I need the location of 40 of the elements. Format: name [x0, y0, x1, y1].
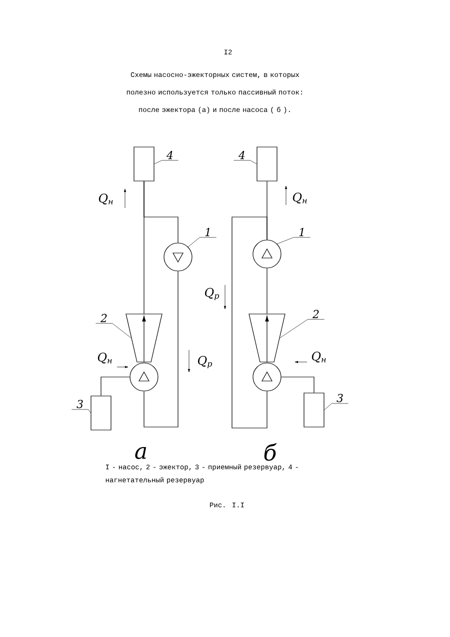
scheme-letter: б: [264, 443, 277, 461]
pipe: [144, 181, 178, 243]
pump-symbol: [252, 240, 282, 268]
pipe: [144, 271, 178, 428]
flow-label: Q$_{н}$: [98, 352, 112, 364]
callout-number: 4: [238, 150, 245, 160]
callout-number: 3: [76, 400, 83, 408]
leader-line: [234, 160, 257, 164]
pipe: [100, 376, 130, 396]
pipe: [281, 376, 314, 393]
tank-box: [90, 396, 112, 430]
callout-number: 3: [336, 394, 343, 402]
flow-label: Q$_{р}$: [205, 288, 220, 300]
leader-line: [276, 237, 310, 244]
callout-number: 2: [312, 310, 319, 318]
flow-label: Q$_{н}$: [312, 352, 326, 362]
leader-line: [154, 160, 178, 164]
flow-label: Q$_{н}$: [98, 194, 113, 204]
leader-line: [324, 403, 348, 410]
leader-line: [280, 319, 324, 338]
callout-number: 2: [100, 314, 107, 322]
ejector-chamber: [252, 362, 282, 392]
ejector-cone: [126, 314, 162, 362]
flow-label: Q$_{н}$: [292, 192, 307, 204]
ejector-cone: [248, 314, 286, 362]
callout-number: 1: [299, 228, 304, 236]
callout-number: 1: [205, 228, 210, 236]
leader-line: [188, 237, 216, 248]
tank-box: [304, 392, 324, 428]
ejector-chamber: [130, 362, 158, 392]
pipe: [266, 268, 268, 314]
tank-box: [134, 146, 154, 182]
tank-box: [256, 146, 278, 182]
leader-line: [72, 409, 91, 414]
pipe: [232, 216, 268, 428]
scheme-letter: а: [135, 446, 146, 460]
leader-line: [96, 323, 132, 338]
callout-number: 4: [166, 150, 173, 160]
flow-label: Q$_{р}$: [198, 356, 212, 368]
pump-symbol: [164, 242, 192, 272]
